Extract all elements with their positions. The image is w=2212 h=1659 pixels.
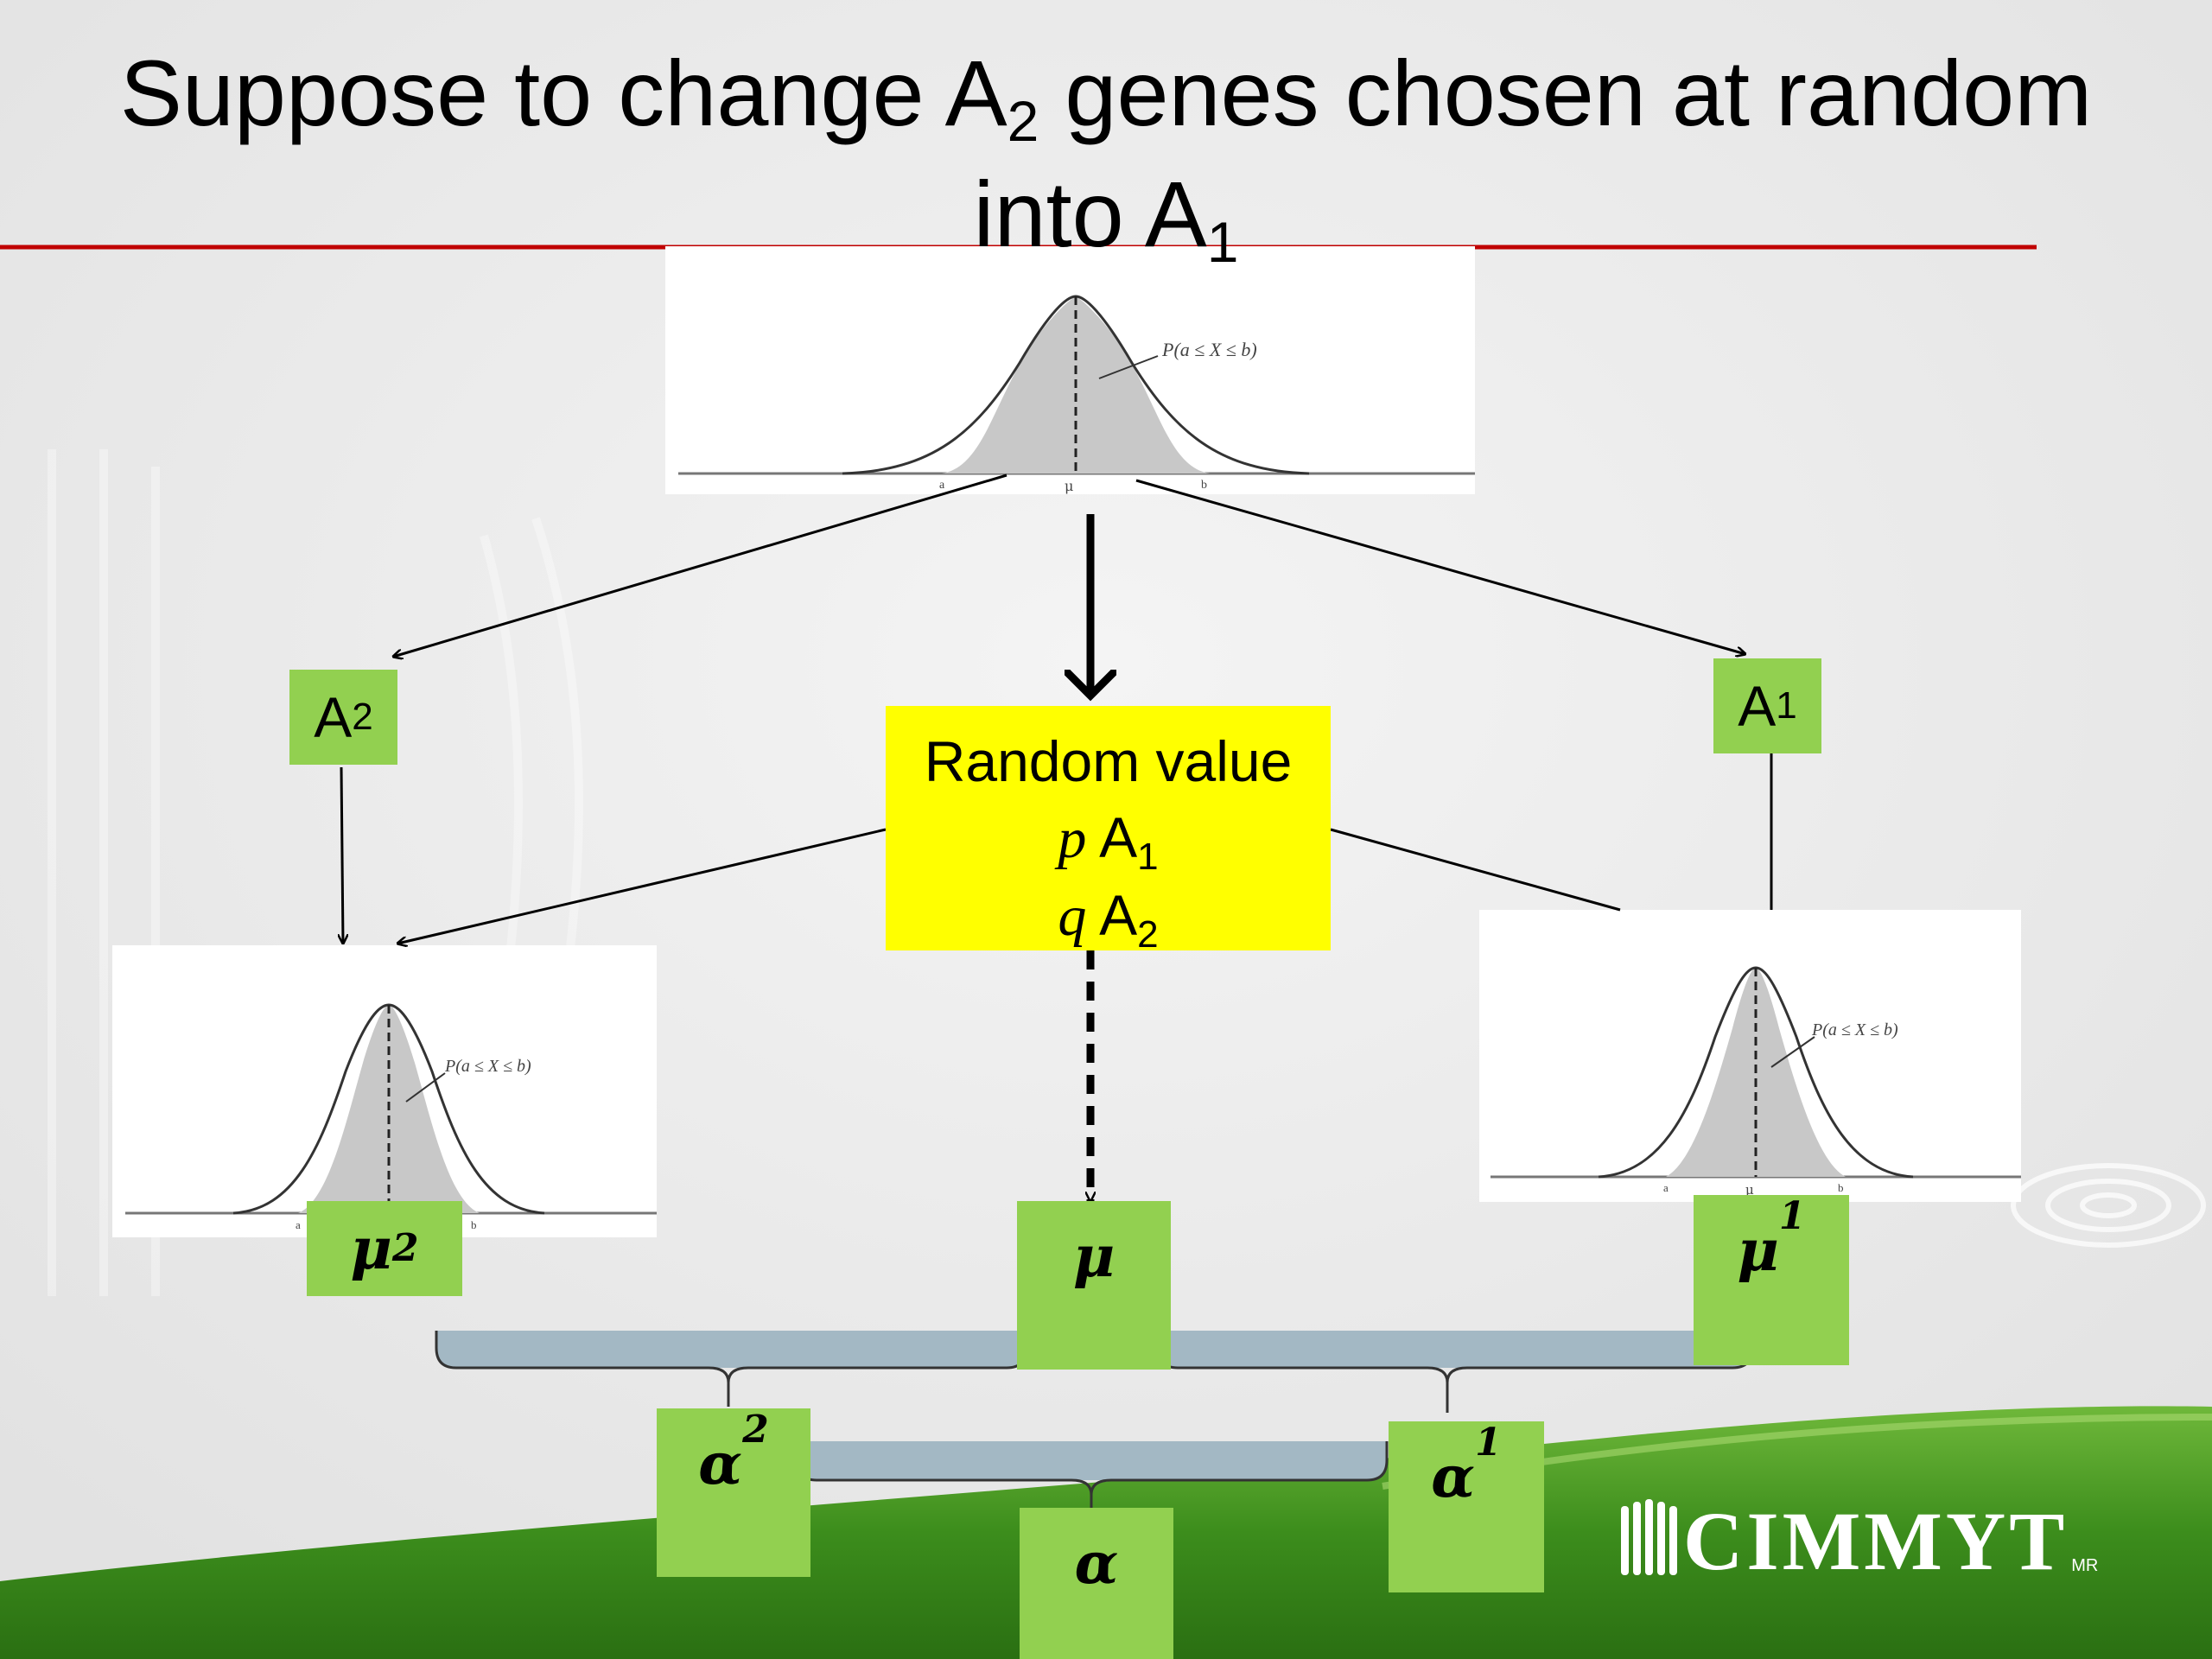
- top-distribution-panel: P(a ≤ X ≤ b) a μ b: [665, 246, 1475, 494]
- logo-mark: MR: [2071, 1556, 2098, 1576]
- bracket-mu-mu1: [1158, 1331, 1752, 1413]
- title-line-2: into A1: [0, 154, 2212, 275]
- bracket-alpha2-alpha1: [797, 1441, 1387, 1512]
- left-curve-label: P(a ≤ X ≤ b): [444, 1057, 531, 1076]
- arrow-top-to-a1: [1136, 480, 1745, 654]
- mu-box: μ: [1017, 1201, 1171, 1370]
- top-tick-b: b: [1201, 479, 1207, 492]
- bracket-mu2-mu: [436, 1331, 1027, 1407]
- arrow-top-to-a2: [393, 475, 1007, 657]
- random-value-p-row: p A1: [886, 799, 1331, 877]
- title-line-1: Suppose to change A2 genes chosen at ran…: [0, 33, 2212, 154]
- line-random-to-right-panel: [1331, 830, 1620, 910]
- random-value-box: Random value p A1 q A2: [886, 706, 1331, 950]
- left-tick-b: b: [471, 1218, 477, 1231]
- left-distribution-panel: P(a ≤ X ≤ b) a b: [112, 945, 657, 1237]
- logo-text: CIMMYT: [1683, 1493, 2068, 1589]
- right-tick-b: b: [1838, 1181, 1844, 1194]
- slide-title: Suppose to change A2 genes chosen at ran…: [0, 33, 2212, 275]
- alpha-box: α: [1020, 1508, 1173, 1659]
- arrow-random-to-left-panel: [397, 830, 886, 944]
- right-curve-label: P(a ≤ X ≤ b): [1811, 1020, 1898, 1039]
- cimmyt-logo: CIMMYT MR: [1614, 1493, 2098, 1588]
- random-value-q-row: q A2: [886, 877, 1331, 955]
- left-tick-a: a: [296, 1218, 301, 1231]
- right-distribution-panel: P(a ≤ X ≤ b) a μ b: [1479, 910, 2021, 1202]
- top-curve-label: P(a ≤ X ≤ b): [1161, 339, 1257, 360]
- top-tick-a: a: [939, 479, 945, 492]
- wheat-icon: [1614, 1497, 1683, 1584]
- arrow-a2-to-left-panel: [341, 767, 343, 944]
- random-value-title: Random value: [886, 723, 1331, 799]
- top-tick-mu: μ: [1065, 478, 1073, 494]
- right-tick-a: a: [1663, 1181, 1669, 1194]
